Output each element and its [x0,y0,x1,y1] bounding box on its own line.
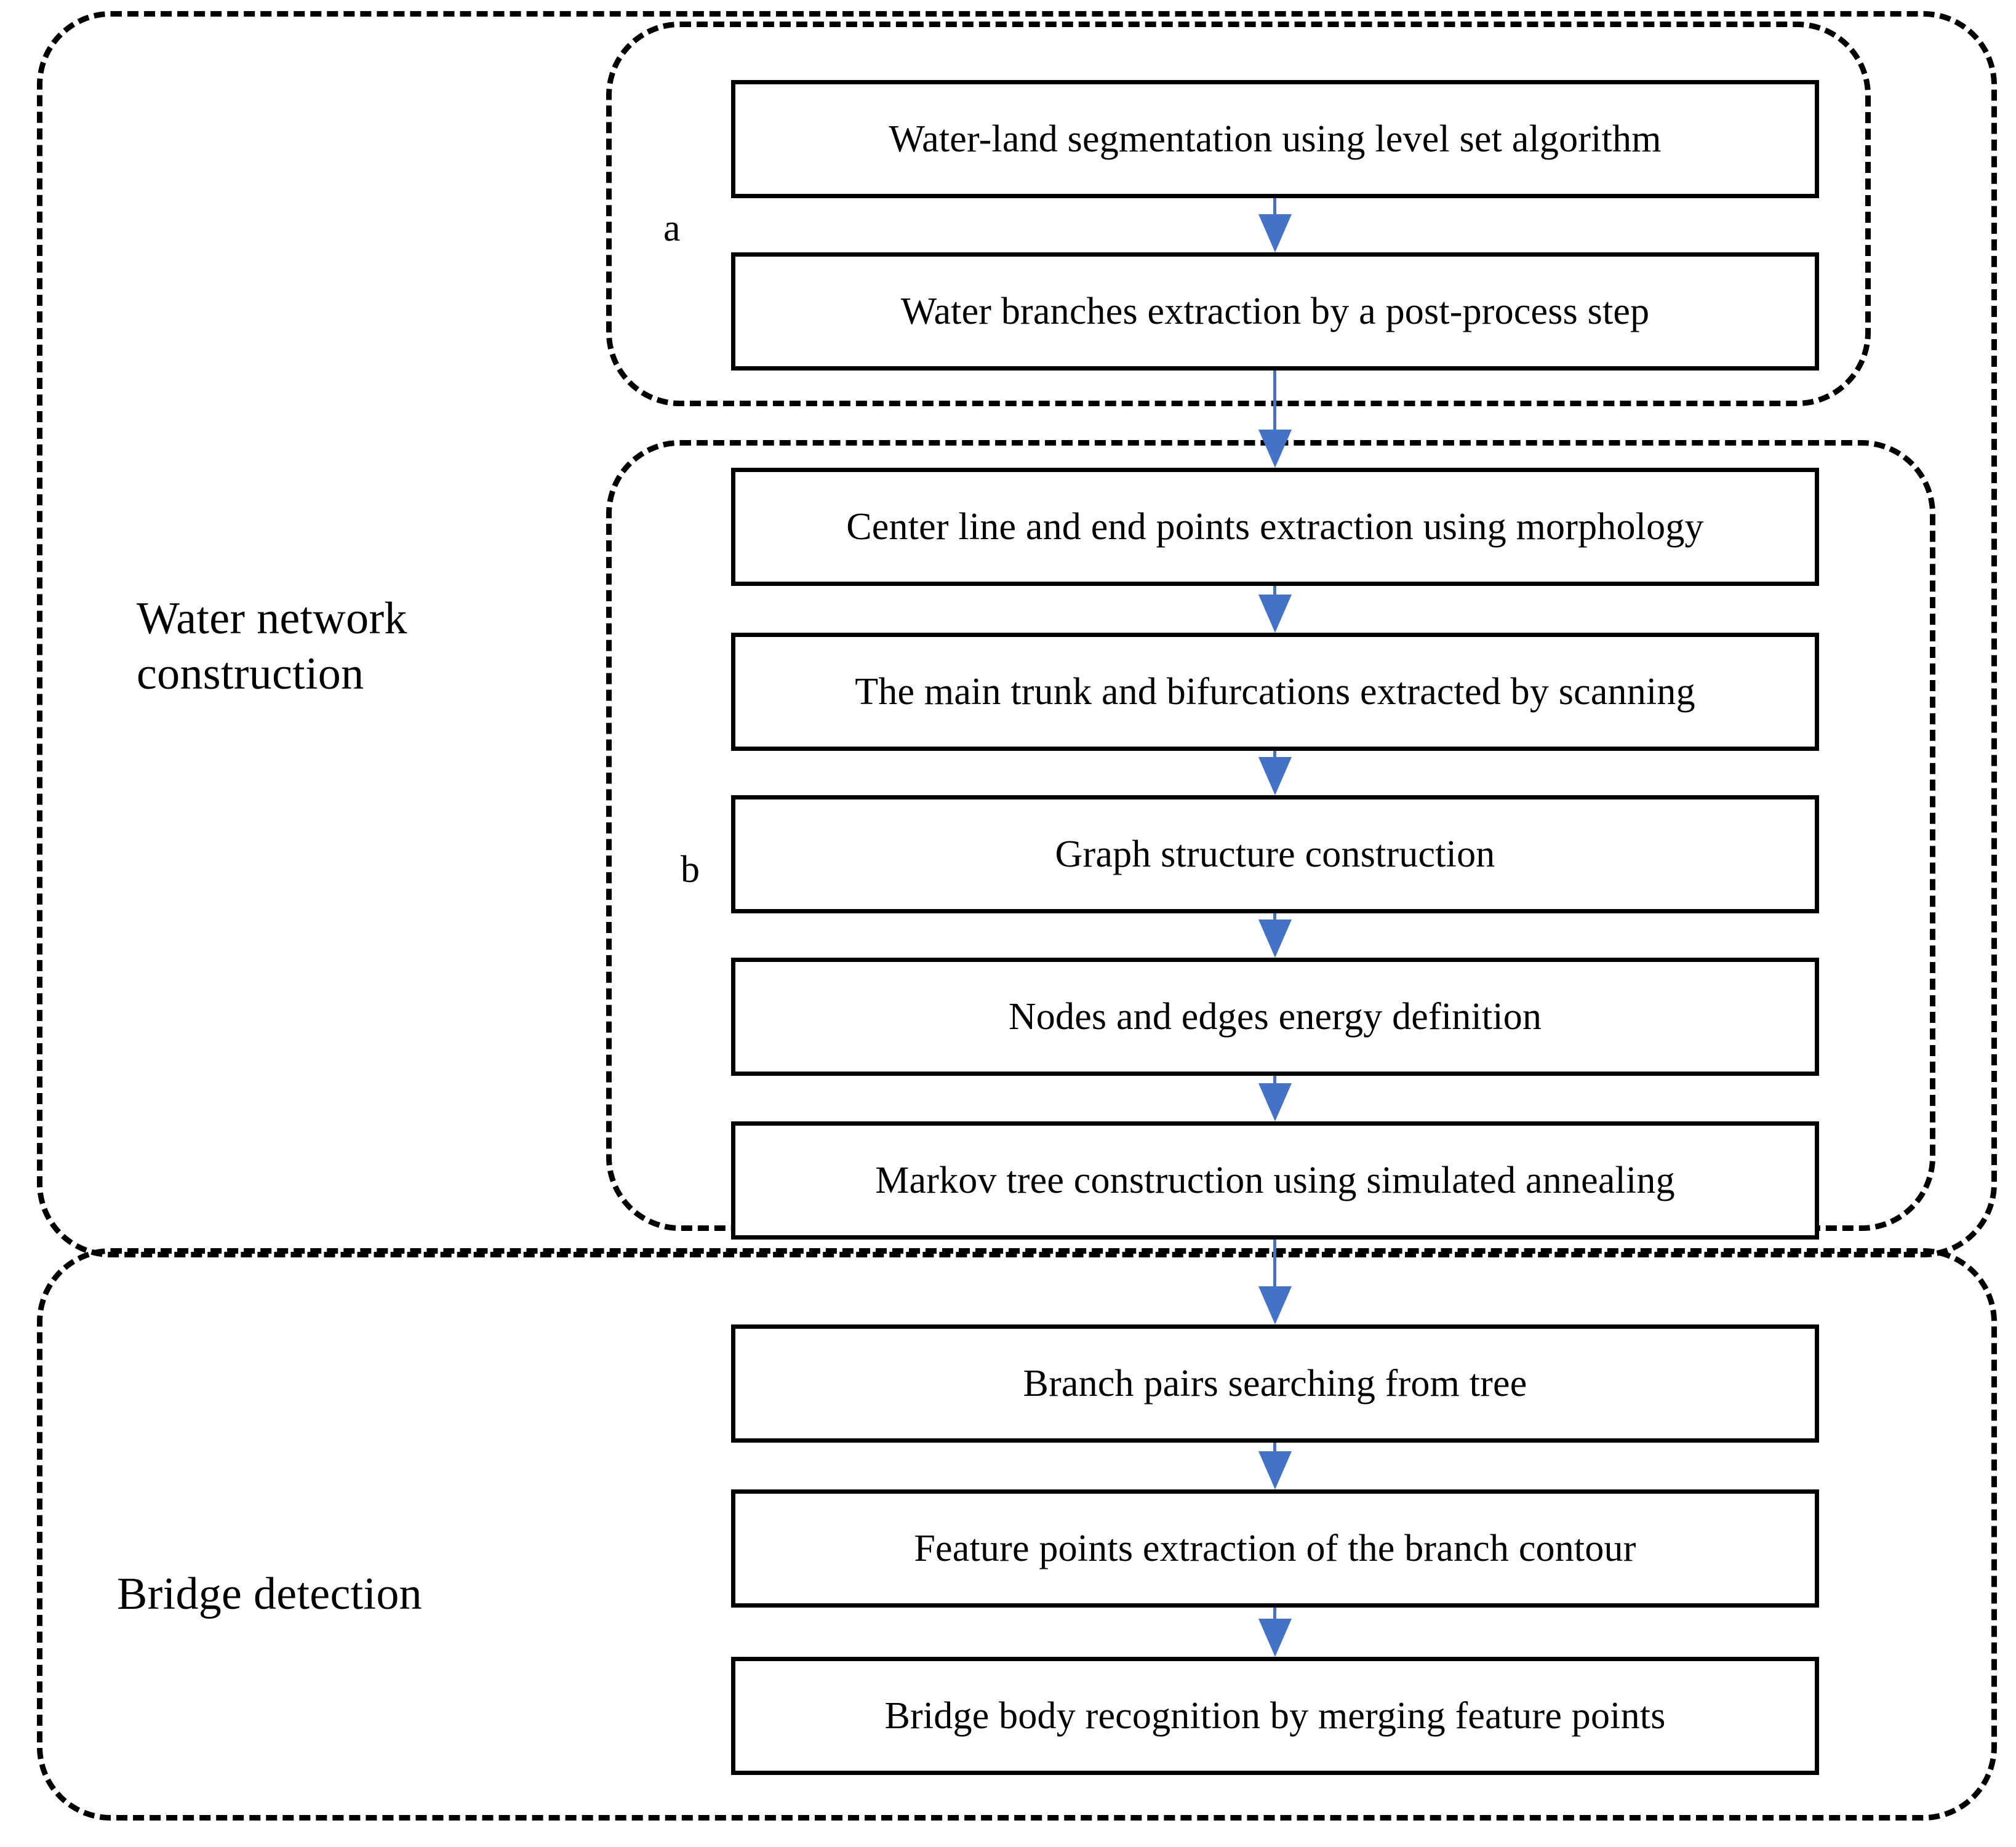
arrow-shaft [1273,1240,1276,1286]
process-step-markov-tree-construction[interactable]: Markov tree construction using simulated… [731,1121,1819,1240]
process-step-center-line-end-points[interactable]: Center line and end points extraction us… [731,468,1819,586]
step-label: Water branches extraction by a post-proc… [900,290,1650,332]
arrow-head-icon [1258,1619,1292,1657]
connector-arrow-step3-step4 [1258,586,1292,633]
group-container-bridge-detection [37,1248,1997,1821]
arrow-head-icon [1258,919,1292,958]
arrow-shaft [1273,751,1276,758]
connector-arrow-step8-step9 [1258,1443,1292,1489]
step-label: Branch pairs searching from tree [1023,1362,1527,1404]
step-label: Markov tree construction using simulated… [875,1159,1675,1201]
process-step-bridge-body-recognition[interactable]: Bridge body recognition by merging featu… [731,1657,1819,1775]
arrow-head-icon [1258,1083,1292,1121]
process-step-water-branches-extraction[interactable]: Water branches extraction by a post-proc… [731,252,1819,371]
arrow-head-icon [1258,430,1292,468]
arrow-head-icon [1258,595,1292,633]
arrow-shaft [1273,913,1276,921]
step-label: The main trunk and bifurcations extracte… [855,670,1695,713]
arrow-shaft [1273,198,1276,214]
step-label: Center line and end points extraction us… [846,505,1704,548]
connector-arrow-step6-step7 [1258,1076,1292,1121]
arrow-head-icon [1258,757,1292,795]
connector-arrow-step7-step8 [1258,1240,1292,1324]
arrow-head-icon [1258,1286,1292,1324]
connector-arrow-step2-step3 [1258,371,1292,468]
connector-arrow-step9-step10 [1258,1608,1292,1657]
sub-group-label-b: b [681,849,700,891]
process-step-branch-pairs-searching[interactable]: Branch pairs searching from tree [731,1324,1819,1443]
connector-arrow-step4-step5 [1258,751,1292,795]
group-label-bridge-detection: Bridge detection [117,1569,422,1619]
sub-group-label-a: a [663,207,681,249]
step-label: Nodes and edges energy definition [1008,995,1542,1038]
arrow-shaft [1273,371,1276,430]
group-container-water-network-construction [37,11,1997,1257]
arrow-shaft [1273,1076,1276,1084]
arrow-shaft [1273,1608,1276,1619]
step-label: Bridge body recognition by merging featu… [884,1694,1666,1737]
process-step-graph-structure-construction[interactable]: Graph structure construction [731,795,1819,913]
sub-group-container-a [606,22,1871,406]
arrow-shaft [1273,1443,1276,1451]
group-label-water-network-construction: Water network construction [137,593,407,700]
step-label: Graph structure construction [1055,833,1495,875]
arrow-shaft [1273,586,1276,595]
connector-arrow-step5-step6 [1258,913,1292,958]
connector-arrow-step1-step2 [1258,198,1292,252]
arrow-head-icon [1258,1451,1292,1489]
arrow-head-icon [1258,214,1292,252]
process-step-feature-points-extraction[interactable]: Feature points extraction of the branch … [731,1489,1819,1608]
process-step-nodes-edges-energy-definition[interactable]: Nodes and edges energy definition [731,958,1819,1076]
step-label: Water-land segmentation using level set … [889,118,1662,160]
step-label: Feature points extraction of the branch … [914,1527,1636,1569]
process-step-water-land-segmentation[interactable]: Water-land segmentation using level set … [731,80,1819,198]
process-step-main-trunk-bifurcations[interactable]: The main trunk and bifurcations extracte… [731,633,1819,751]
